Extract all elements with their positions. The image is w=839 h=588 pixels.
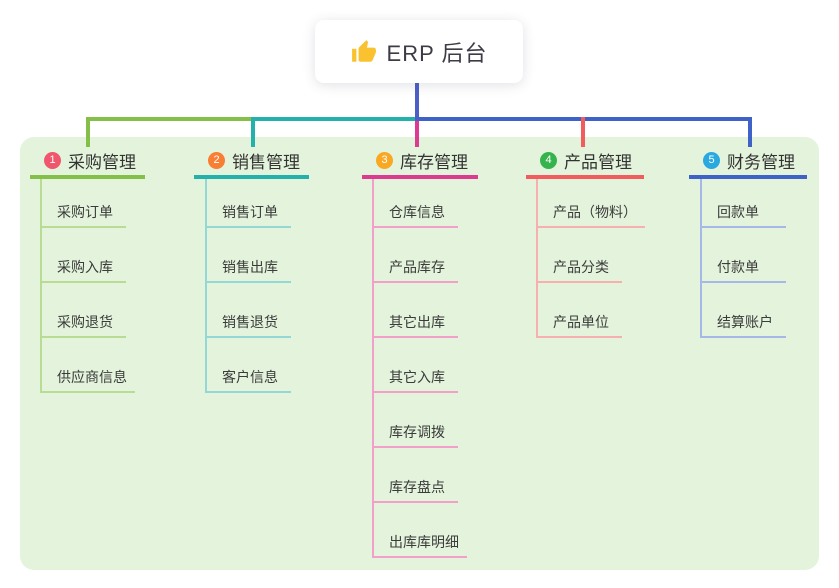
connector-drop-3: [415, 121, 419, 147]
branch-1-spine: [40, 179, 42, 393]
child-node-stock-transfer[interactable]: 库存调拨: [372, 423, 458, 448]
connector-drop-5: [748, 117, 752, 147]
branch-number-badge: 4: [540, 151, 557, 169]
child-node-supplier-info[interactable]: 供应商信息: [40, 368, 135, 393]
connector-drop-2: [251, 117, 255, 147]
branch-label: 财务管理: [727, 152, 795, 172]
branches-panel: [20, 137, 819, 570]
child-node-settlement-account[interactable]: 结算账户: [700, 313, 786, 338]
thumbs-up-icon: [351, 39, 376, 62]
connector-drop-1: [86, 117, 90, 147]
branch-label: 销售管理: [232, 152, 300, 172]
child-node-product-category[interactable]: 产品分类: [536, 258, 622, 283]
root-node[interactable]: ERP 后台: [315, 20, 523, 83]
child-node-stock-count[interactable]: 库存盘点: [372, 478, 458, 503]
branch-2-spine: [205, 179, 207, 393]
child-node-sales-outbound[interactable]: 销售出库: [205, 258, 291, 283]
branch-5-spine: [700, 179, 702, 338]
child-node-customer-info[interactable]: 客户信息: [205, 368, 291, 393]
connector-root-drop: [415, 83, 419, 121]
branch-number-badge: 2: [208, 151, 225, 169]
branch-number-badge: 1: [44, 151, 61, 169]
branch-node-product[interactable]: 4 产品管理: [526, 147, 644, 179]
branch-4-spine: [536, 179, 538, 338]
branch-number-badge: 5: [703, 151, 720, 169]
child-node-payment-order[interactable]: 付款单: [700, 258, 786, 283]
branch-label: 库存管理: [400, 152, 468, 172]
connector-bus-segment-2: [251, 117, 417, 121]
branch-node-finance[interactable]: 5 财务管理: [689, 147, 807, 179]
branch-label: 产品管理: [564, 152, 632, 172]
child-node-purchase-order[interactable]: 采购订单: [40, 203, 126, 228]
child-node-product-material[interactable]: 产品（物料）: [536, 203, 645, 228]
child-node-sales-order[interactable]: 销售订单: [205, 203, 291, 228]
child-node-other-inbound[interactable]: 其它入库: [372, 368, 458, 393]
child-node-purchase-inbound[interactable]: 采购入库: [40, 258, 126, 283]
child-node-sales-return[interactable]: 销售退货: [205, 313, 291, 338]
child-node-outbound-detail[interactable]: 出库库明细: [372, 533, 467, 558]
branch-3-spine: [372, 179, 374, 558]
root-node-label: ERP 后台: [386, 40, 488, 66]
child-node-receipt-order[interactable]: 回款单: [700, 203, 786, 228]
connector-bus-segment-1: [86, 117, 255, 121]
child-node-purchase-return[interactable]: 采购退货: [40, 313, 126, 338]
child-node-other-outbound[interactable]: 其它出库: [372, 313, 458, 338]
branch-node-purchase[interactable]: 1 采购管理: [30, 147, 145, 179]
branch-node-sales[interactable]: 2 销售管理: [194, 147, 309, 179]
child-node-product-stock[interactable]: 产品库存: [372, 258, 458, 283]
child-node-product-unit[interactable]: 产品单位: [536, 313, 622, 338]
branch-label: 采购管理: [68, 152, 136, 172]
connector-drop-4: [581, 117, 585, 147]
child-node-warehouse-info[interactable]: 仓库信息: [372, 203, 458, 228]
branch-number-badge: 3: [376, 151, 393, 169]
branch-node-inventory[interactable]: 3 库存管理: [362, 147, 478, 179]
